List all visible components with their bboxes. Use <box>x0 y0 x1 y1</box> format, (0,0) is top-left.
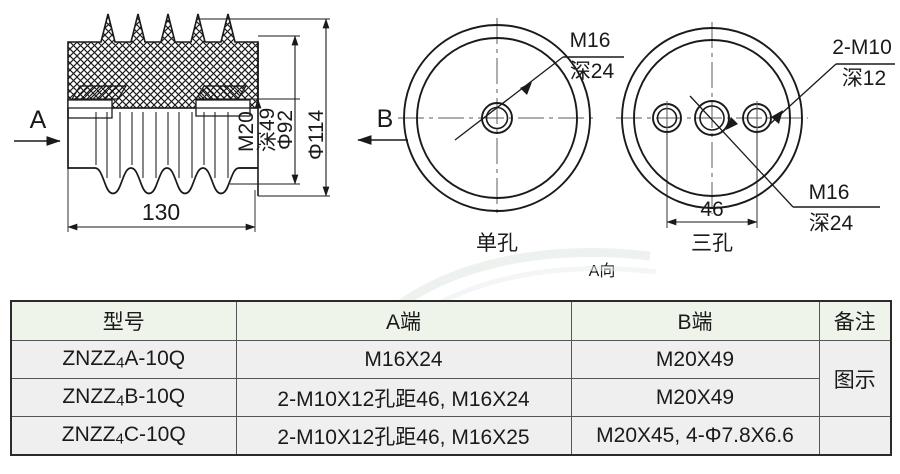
cell-model: ZNZZ4B-10Q <box>10 378 237 417</box>
side-thread-depth-label: 深49 <box>256 108 279 152</box>
model-subscript: 4 <box>116 392 125 410</box>
insulator-body-hatch <box>67 13 259 109</box>
engineering-drawing-svg: M20 深49 Φ92 Φ114 130 <box>14 13 895 280</box>
specification-table: 型号 A端 B端 备注 ZNZZ4A-10Q M16X24 M20X49 图示 … <box>10 300 892 456</box>
diameter-inner-label: Φ92 <box>274 110 297 150</box>
dim-length-130: 130 <box>67 168 256 232</box>
model-subscript: 4 <box>116 354 125 372</box>
section-label-b: B <box>377 105 394 133</box>
cell-a-end: M16X24 <box>235 340 572 379</box>
table-row: ZNZZ4C-10Q 2-M10X12孔距46, M16X25 M20X45, … <box>10 416 892 456</box>
model-subscript: 4 <box>115 430 124 448</box>
three-callout-top-thread: 2-M10 <box>832 36 892 59</box>
three-hole-caption: 三孔 <box>691 232 733 255</box>
table-row: ZNZZ4A-10Q M16X24 M20X49 图示 <box>10 340 892 417</box>
three-callout-bottom-thread: M16 <box>809 181 850 204</box>
dim-m20-depth49: M20 深49 <box>235 98 279 158</box>
skirt-rib-lines <box>95 112 229 178</box>
column-header-a-end: A端 <box>235 300 572 341</box>
model-prefix: ZNZZ <box>62 347 117 371</box>
side-thread-label: M20 <box>235 111 258 152</box>
cell-remark: 图示 <box>818 340 892 417</box>
outer-flange-circle <box>403 24 591 212</box>
column-header-model: 型号 <box>10 300 237 341</box>
table-header-row: 型号 A端 B端 备注 <box>10 300 892 341</box>
single-hole-end-view: B M16 深24 <box>357 18 624 255</box>
dim-diameter-92: Φ92 <box>274 35 299 185</box>
cell-model: ZNZZ4C-10Q <box>10 416 237 456</box>
cell-b-end: M20X45, 4-Φ7.8X6.6 <box>570 416 820 456</box>
callout-leader-2m10 <box>769 63 895 125</box>
section-arrow-a: A <box>14 106 61 146</box>
cell-a-end: 2-M10X12孔距46, M16X25 <box>235 416 572 456</box>
hole-spacing-label: 46 <box>700 198 723 221</box>
view-direction-note: A向 <box>589 262 616 280</box>
cell-b-end: M20X49 <box>570 378 820 417</box>
center-lines-single <box>398 18 598 218</box>
three-hole-end-view: 2-M10 深12 M16 深24 46 三孔 <box>616 22 895 255</box>
center-hole-outer-3 <box>694 100 730 136</box>
cell-b-end: M20X49 <box>570 340 820 379</box>
drawing-area: M20 深49 Φ92 Φ114 130 <box>14 13 895 280</box>
single-callout-thread: M16 <box>570 29 611 52</box>
cell-a-end: 2-M10X12孔距46, M16X24 <box>235 378 572 417</box>
dim-hole-spacing-46: 46 <box>666 130 758 228</box>
callout-leader-m16-single <box>454 56 624 141</box>
model-suffix: B-10Q <box>124 385 186 409</box>
model-prefix: ZNZZ <box>61 423 116 447</box>
cell-model: ZNZZ4A-10Q <box>10 340 237 379</box>
length-dim-label: 130 <box>142 199 180 225</box>
side-section-view: M20 深49 Φ92 Φ114 130 <box>14 13 330 232</box>
model-suffix: C-10Q <box>123 423 186 447</box>
section-arrow-b: B <box>357 105 408 145</box>
center-hole-thread-3 <box>699 105 725 131</box>
three-callout-bottom-depth: 深24 <box>809 212 854 235</box>
column-header-remark: 备注 <box>818 300 892 341</box>
table-row: ZNZZ4B-10Q 2-M10X12孔距46, M16X24 M20X49 <box>10 378 891 417</box>
inner-flange-circle <box>416 37 578 199</box>
diameter-outer-label: Φ114 <box>305 109 328 160</box>
single-callout-depth: 深24 <box>570 60 615 83</box>
cell-remark <box>818 416 892 456</box>
model-suffix: A-10Q <box>124 347 186 371</box>
callout-leader-m16-three <box>689 95 880 208</box>
single-hole-caption: 单孔 <box>476 232 518 255</box>
inner-flange-circle-3 <box>633 39 791 197</box>
hole-center-marks <box>666 101 758 135</box>
model-prefix: ZNZZ <box>62 385 117 409</box>
column-header-b-end: B端 <box>570 300 820 341</box>
section-label-a: A <box>30 106 47 134</box>
center-hole-outer <box>481 102 513 134</box>
outer-flange-circle-3 <box>621 27 803 209</box>
three-callout-top-depth: 深12 <box>842 67 886 90</box>
dim-diameter-114: Φ114 <box>305 18 330 197</box>
